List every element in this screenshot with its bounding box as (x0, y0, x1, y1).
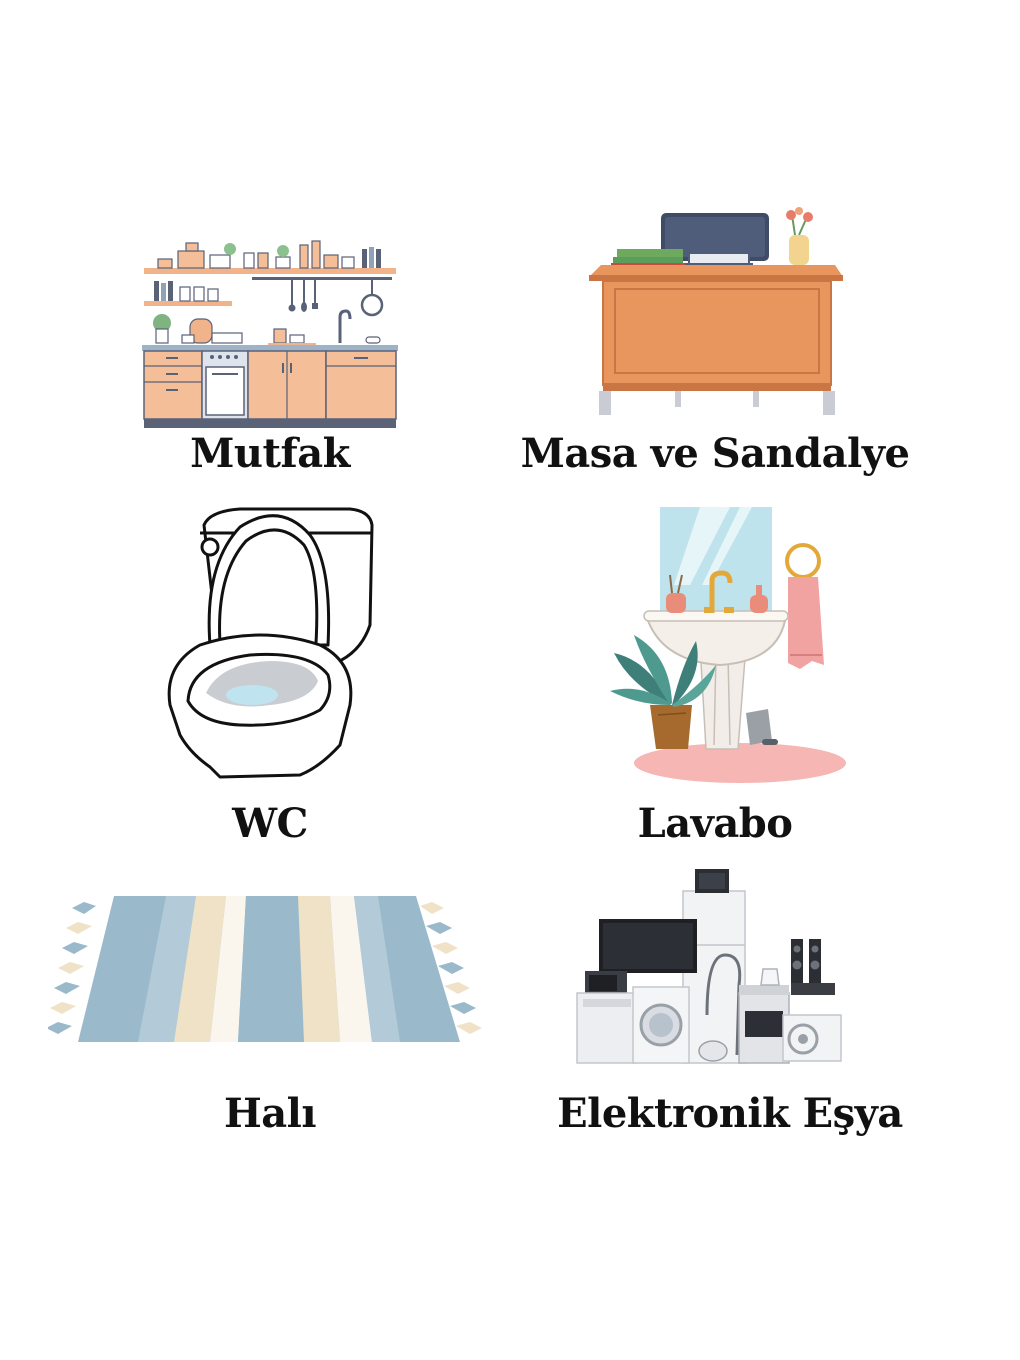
item-label-wc: WC (232, 800, 308, 847)
item-label-lavabo: Lavabo (637, 800, 793, 847)
appliances-icon (576, 869, 842, 1064)
rug-icon (48, 896, 482, 1042)
kitchen-icon (142, 240, 398, 428)
item-label-masa-ve-sandalye: Masa ve Sandalye (520, 430, 910, 477)
desk-icon (589, 207, 843, 415)
sink-icon (610, 507, 846, 783)
toilet-icon (167, 507, 374, 779)
item-label-hali: Halı (223, 1090, 317, 1137)
item-label-mutfak: Mutfak (190, 430, 350, 477)
item-label-elektronik-esya: Elektronik Eşya (557, 1090, 903, 1137)
